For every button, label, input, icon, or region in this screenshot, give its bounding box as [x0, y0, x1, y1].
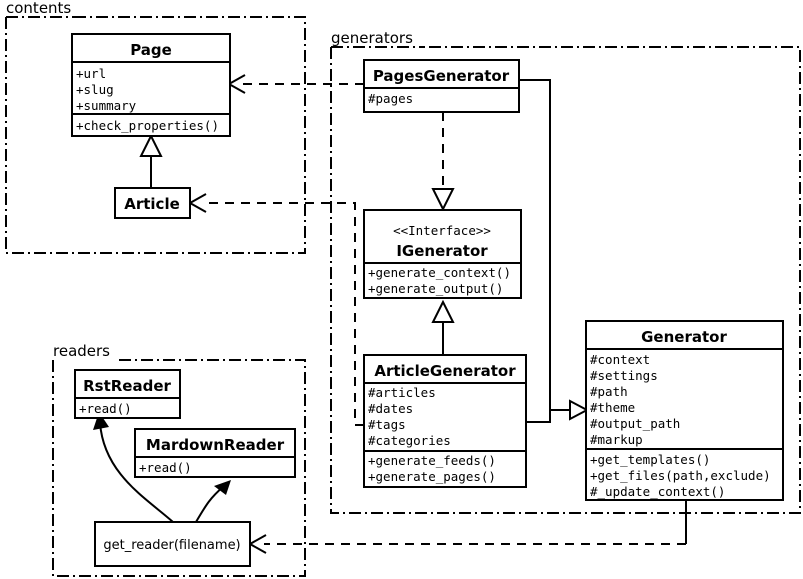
generalization-arrowhead-igenerator [431, 299, 455, 323]
class-rstreader-frame[interactable] [74, 369, 181, 419]
class-page-title: Page [130, 41, 172, 59]
class-page-attribute: +summary [76, 98, 137, 113]
realization-arrowhead-igenerator [431, 188, 455, 212]
call-arrowhead-mardownreader [214, 480, 231, 495]
class-generator-method: +get_templates() [590, 452, 710, 467]
package-contents-border [5, 16, 306, 254]
class-articlegenerator-attribute: #dates [368, 401, 413, 416]
class-rstreader[interactable]: RstReader +read() [74, 369, 181, 419]
class-page[interactable]: Page +url +slug +summary +check_properti… [71, 33, 231, 137]
class-articlegenerator-frame[interactable] [363, 354, 527, 488]
class-articlegenerator-attribute: #categories [368, 433, 451, 448]
function-get-reader-frame[interactable] [94, 521, 251, 567]
dependency-arrowhead-getreader [247, 534, 267, 554]
class-generator-frame[interactable] [585, 320, 784, 501]
relation-article-page [139, 133, 163, 188]
function-get-reader-label: get_reader(filename) [103, 538, 240, 553]
generalization-arrowhead-generator [569, 399, 590, 421]
class-mardownreader[interactable]: MardownReader +read() [134, 428, 296, 478]
function-get-reader[interactable]: get_reader(filename) [94, 521, 251, 567]
class-articlegenerator[interactable]: ArticleGenerator #articles #dates #tags … [363, 354, 527, 488]
class-article[interactable]: Article [114, 187, 191, 219]
generalization-arrowhead-page [139, 133, 163, 157]
class-generator[interactable]: Generator #context #settings #path #them… [585, 320, 784, 501]
class-generator-attribute: #context [590, 352, 650, 367]
class-page-attribute: +url [76, 66, 106, 81]
relation-line [526, 409, 572, 423]
class-articlegenerator-method: +generate_feeds() [368, 453, 496, 468]
relation-articlegenerator-igenerator [431, 299, 455, 355]
class-generator-attribute: #settings [590, 368, 658, 383]
class-generator-attribute: #output_path [590, 416, 680, 431]
class-article-frame[interactable] [114, 187, 191, 219]
package-contents-label: contents [6, 0, 71, 17]
package-contents: contents [5, 0, 306, 254]
class-rstreader-method: +read() [79, 401, 132, 416]
relation-line [204, 202, 364, 426]
package-generators-label: generators [331, 29, 413, 47]
relation-getreader-rstreader [93, 412, 174, 523]
class-articlegenerator-method: +generate_pages() [368, 469, 496, 484]
class-igenerator-stereotype: <<Interface>> [393, 223, 491, 238]
class-generator-attribute: #markup [590, 432, 643, 447]
relation-line [99, 422, 174, 523]
class-page-method: +check_properties() [76, 118, 219, 133]
class-mardownreader-title: MardownReader [146, 436, 285, 454]
class-pagesgenerator[interactable]: PagesGenerator #pages [363, 59, 520, 113]
class-articlegenerator-attribute: #tags [368, 417, 406, 432]
class-mardownreader-frame[interactable] [134, 428, 296, 478]
dependency-arrowhead-page [226, 74, 246, 94]
relation-pagesgenerator-page [226, 74, 364, 94]
class-igenerator-frame[interactable] [363, 209, 522, 299]
class-page-attribute: +slug [76, 82, 114, 97]
dependency-arrowhead-article [187, 193, 207, 213]
class-igenerator-method: +generate_output() [368, 281, 503, 296]
class-article-title: Article [124, 195, 180, 213]
class-generator-method: #_update_context() [590, 484, 725, 499]
relation-generator-getreader [247, 500, 687, 554]
class-page-frame[interactable] [71, 33, 231, 137]
relation-articlegenerator-generator [526, 409, 572, 423]
class-articlegenerator-title: ArticleGenerator [374, 362, 516, 380]
class-generator-attribute: #path [590, 384, 628, 399]
relation-articlegenerator-article [187, 193, 364, 426]
class-generator-method: +get_files(path,exclude) [590, 468, 771, 483]
class-igenerator-title: IGenerator [396, 242, 488, 260]
class-mardownreader-method: +read() [139, 460, 192, 475]
class-pagesgenerator-attribute: #pages [368, 91, 413, 106]
relation-line [195, 485, 225, 523]
class-generator-title: Generator [641, 328, 727, 346]
package-generators: generators [330, 29, 801, 514]
class-pagesgenerator-frame[interactable] [363, 59, 520, 113]
package-readers: readers [52, 342, 306, 577]
package-readers-label: readers [53, 342, 110, 360]
class-igenerator[interactable]: <<Interface>> IGenerator +generate_conte… [363, 209, 522, 299]
class-articlegenerator-attribute: #articles [368, 385, 436, 400]
call-arrowhead-rstreader [93, 412, 109, 430]
class-igenerator-method: +generate_context() [368, 265, 511, 280]
relation-getreader-mardownreader [195, 480, 231, 523]
class-pagesgenerator-title: PagesGenerator [373, 67, 510, 85]
class-rstreader-title: RstReader [83, 377, 171, 395]
relation-pagesgenerator-igenerator [431, 112, 455, 212]
class-generator-attribute: #theme [590, 400, 635, 415]
package-readers-border [52, 359, 306, 577]
